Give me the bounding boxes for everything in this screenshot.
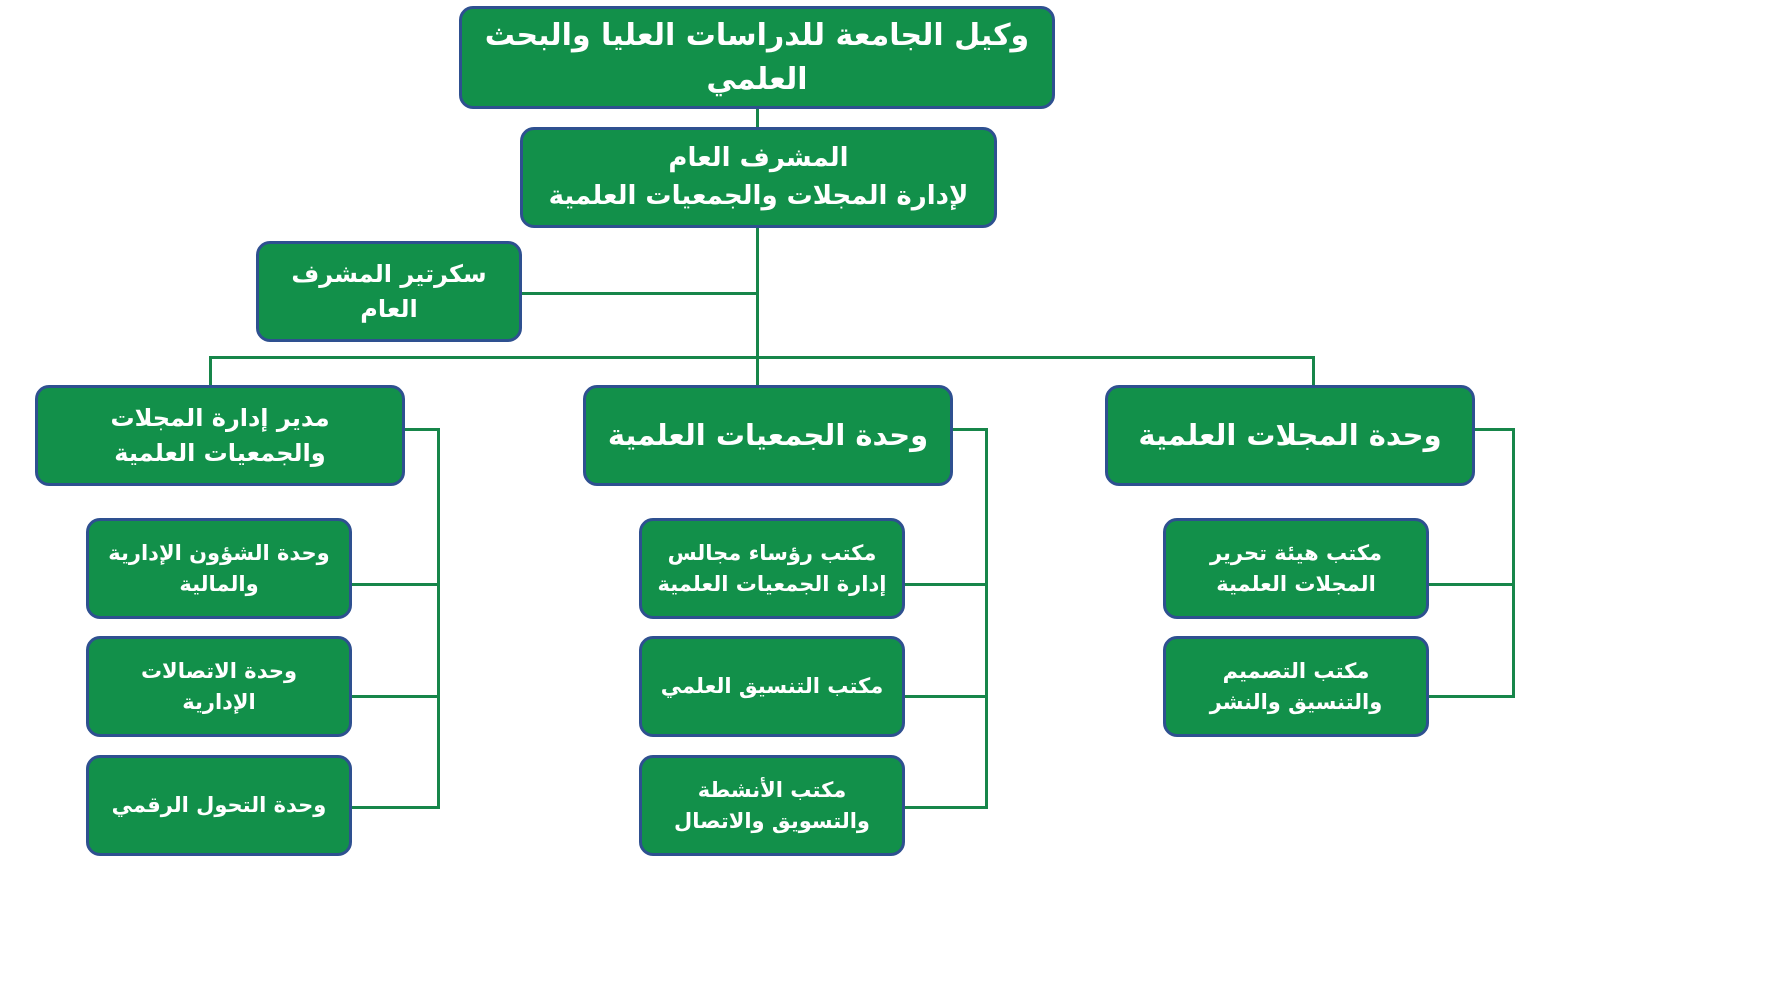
connector-left-child-1 xyxy=(350,583,440,586)
connector-left-child-2 xyxy=(350,695,440,698)
connector-right-spine xyxy=(1512,428,1515,695)
connector-bus-drop-right xyxy=(1312,356,1315,386)
node-left-child-1[interactable]: وحدة الشؤون الإدارية والمالية xyxy=(86,518,352,619)
node-middle-child-3-label: مكتب الأنشطة والتسويق والاتصال xyxy=(674,778,870,833)
node-left-child-3[interactable]: وحدة التحول الرقمي xyxy=(86,755,352,856)
node-branch-left[interactable]: مدير إدارة المجلات والجمعيات العلمية xyxy=(35,385,405,486)
connector-bus-drop-left xyxy=(209,356,212,386)
node-secretary[interactable]: سكرتير المشرف العام xyxy=(256,241,522,342)
connector-secretary-to-trunk xyxy=(520,292,759,295)
node-middle-child-2[interactable]: مكتب التنسيق العلمي xyxy=(639,636,905,737)
connector-middle-child-3 xyxy=(903,806,988,809)
node-general-supervisor-line2: لإدارة المجلات والجمعيات العلمية xyxy=(548,180,969,211)
node-left-child-3-label: وحدة التحول الرقمي xyxy=(111,793,327,818)
connector-middle-to-branch xyxy=(952,428,988,431)
connector-branch-bus xyxy=(209,356,1315,359)
connector-middle-child-2 xyxy=(903,695,988,698)
node-general-supervisor[interactable]: المشرف العام لإدارة المجلات والجمعيات ال… xyxy=(520,127,997,228)
node-left-child-2-label: وحدة الاتصالات الإدارية xyxy=(140,659,298,714)
node-middle-child-1[interactable]: مكتب رؤساء مجالس إدارة الجمعيات العلمية xyxy=(639,518,905,619)
connector-right-to-branch xyxy=(1474,428,1515,431)
node-right-child-1-label: مكتب هيئة تحرير المجلات العلمية xyxy=(1209,541,1383,596)
node-right-child-2[interactable]: مكتب التصميم والتنسيق والنشر xyxy=(1163,636,1429,737)
connector-left-spine xyxy=(437,428,440,806)
node-middle-child-2-label: مكتب التنسيق العلمي xyxy=(660,674,884,699)
node-vice-president-label: وكيل الجامعة للدراسات العليا والبحث العل… xyxy=(484,18,1030,97)
node-branch-left-label: مدير إدارة المجلات والجمعيات العلمية xyxy=(110,403,330,467)
connector-middle-child-1 xyxy=(903,583,988,586)
node-left-child-2[interactable]: وحدة الاتصالات الإدارية xyxy=(86,636,352,737)
node-branch-middle-label: وحدة الجمعيات العلمية xyxy=(607,418,929,453)
node-secretary-label: سكرتير المشرف العام xyxy=(291,259,487,323)
node-left-child-1-label: وحدة الشؤون الإدارية والمالية xyxy=(108,541,330,596)
connector-bus-drop-middle xyxy=(756,356,759,386)
node-middle-child-1-label: مكتب رؤساء مجالس إدارة الجمعيات العلمية xyxy=(657,541,887,596)
connector-left-to-branch xyxy=(404,428,440,431)
connector-middle-spine xyxy=(985,428,988,806)
node-general-supervisor-line1: المشرف العام xyxy=(668,142,849,173)
node-right-child-1[interactable]: مكتب هيئة تحرير المجلات العلمية xyxy=(1163,518,1429,619)
node-branch-right-label: وحدة المجلات العلمية xyxy=(1138,418,1442,453)
connector-left-child-3 xyxy=(350,806,440,809)
node-branch-middle[interactable]: وحدة الجمعيات العلمية xyxy=(583,385,953,486)
connector-right-child-2 xyxy=(1428,695,1515,698)
connector-vp-to-supervisor xyxy=(756,108,759,128)
node-branch-right[interactable]: وحدة المجلات العلمية xyxy=(1105,385,1475,486)
node-middle-child-3[interactable]: مكتب الأنشطة والتسويق والاتصال xyxy=(639,755,905,856)
connector-right-child-1 xyxy=(1428,583,1515,586)
node-vice-president[interactable]: وكيل الجامعة للدراسات العليا والبحث العل… xyxy=(459,6,1055,109)
node-right-child-2-label: مكتب التصميم والتنسيق والنشر xyxy=(1209,659,1383,714)
